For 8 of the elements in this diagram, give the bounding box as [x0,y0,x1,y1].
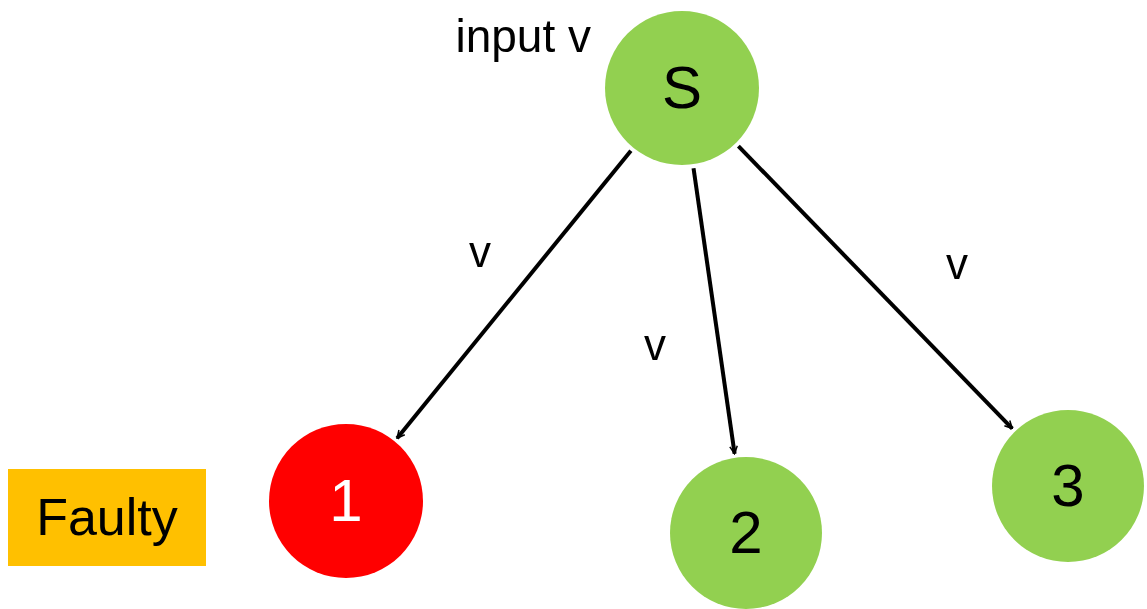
arrow [691,167,738,455]
node-label: 3 [1051,456,1085,516]
node-label: S [662,58,702,118]
arrow [736,144,1014,430]
node-label: 1 [329,471,363,531]
arrow [395,149,633,440]
node-label: 2 [729,503,763,563]
status-box [8,468,206,566]
